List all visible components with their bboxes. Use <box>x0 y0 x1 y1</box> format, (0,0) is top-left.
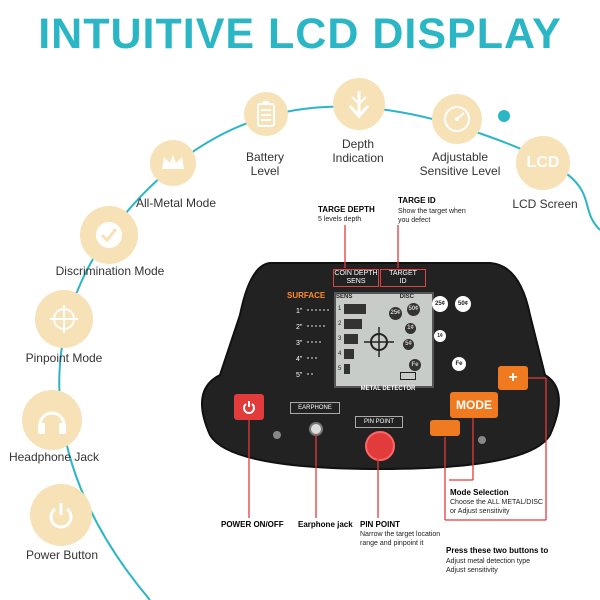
targe-depth-title: TARGE DEPTH <box>318 205 375 214</box>
power-button[interactable] <box>234 394 264 420</box>
depth-arrow-icon <box>348 91 370 119</box>
targe-depth-sub: 5 levels depth <box>318 216 362 223</box>
depth-scale: 1"2"3"4"5" <box>296 308 303 379</box>
checkmark-icon <box>96 222 122 248</box>
pin-point-button[interactable] <box>365 431 395 461</box>
battery-icon <box>257 101 275 127</box>
lcd-icon: LCD <box>526 154 560 171</box>
lcd-disc-label: DISC <box>399 294 414 300</box>
pinpoint-title: PIN POINT <box>360 520 401 529</box>
lcd-sens-bars: 1 2 3 4 5 <box>338 303 378 375</box>
lcd-screen-label: LCD Screen <box>512 197 578 211</box>
mode-selection-sub: Choose the ALL METAL/DISC or Adjust sens… <box>450 499 543 515</box>
mode-button[interactable]: MODE <box>450 392 498 418</box>
pin-point-label: PIN POINT <box>355 416 403 428</box>
lcd-sens-label: SENS <box>336 294 353 300</box>
pinpoint-mode-circle <box>35 290 93 348</box>
pinpoint-sub: Narrow the target location range and pin… <box>360 531 441 547</box>
sensitive-level-circle <box>432 94 482 144</box>
target-id-label: TARGET ID <box>380 269 426 287</box>
plus-button[interactable]: + <box>498 366 528 390</box>
press-buttons-title: Press these two buttons to <box>446 546 549 555</box>
targe-id-sub: Show the target when you defect <box>398 208 466 224</box>
lcd-pinpoint-crosshair-icon <box>364 327 394 357</box>
pinpoint-mode-label: Pinpoint Mode <box>25 351 103 365</box>
gauge-icon <box>444 106 470 132</box>
depth-dots <box>307 309 331 375</box>
surface-label: SURFACE <box>287 291 326 300</box>
screw <box>478 436 486 444</box>
minus-button[interactable] <box>430 420 460 436</box>
battery-level-label: Battery Level <box>245 150 284 178</box>
press-buttons-sub: Adjust metal detection type Adjust sensi… <box>446 558 531 574</box>
discrimination-mode-label: Discrimination Mode <box>55 264 165 278</box>
coin-1-icon: 1¢ <box>434 330 446 342</box>
all-metal-mode-circle <box>150 140 196 186</box>
arc-dot <box>498 110 510 122</box>
depth-indication-circle <box>333 78 385 130</box>
discrimination-mode-circle <box>80 206 138 264</box>
lcd-battery-icon <box>400 372 416 380</box>
sensitive-level-label: Adjustable Sensitive Level <box>419 150 501 178</box>
headphone-jack-label: Headphone Jack <box>8 450 100 464</box>
page-title: INTUITIVE LCD DISPLAY <box>38 10 562 58</box>
earphone-label: EARPHONE <box>290 402 340 414</box>
crown-icon <box>162 155 184 169</box>
lcd-header: SENS DISC <box>336 294 428 300</box>
mode-selection-title: Mode Selection <box>450 488 509 497</box>
power-icon <box>49 503 73 529</box>
coin-25-icon: 25¢ <box>432 296 448 312</box>
crosshair-icon <box>50 305 78 333</box>
headphone-jack-circle <box>22 390 82 450</box>
targe-id-title: TARGE ID <box>398 196 436 205</box>
coin-50-icon: 50¢ <box>455 296 471 312</box>
screw <box>273 431 281 439</box>
power-button-label: Power Button <box>25 548 99 562</box>
power-icon <box>243 401 255 414</box>
iron-fe-icon: Fe <box>452 357 466 371</box>
power-onoff-title: POWER ON/OFF <box>221 520 284 529</box>
depth-indication-label: Depth Indication <box>332 137 384 165</box>
brand-label: METAL DETECTOR <box>360 386 416 392</box>
battery-level-circle <box>244 92 288 136</box>
headphone-icon <box>38 411 66 434</box>
all-metal-mode-label: All-Metal Mode <box>135 196 217 210</box>
lcd-screen-circle: LCD <box>516 136 570 190</box>
earphone-jack-title: Earphone jack <box>298 520 353 529</box>
coin-depth-sens-label: COIN DEPTH SENS <box>333 269 379 287</box>
power-button-circle <box>30 484 92 546</box>
